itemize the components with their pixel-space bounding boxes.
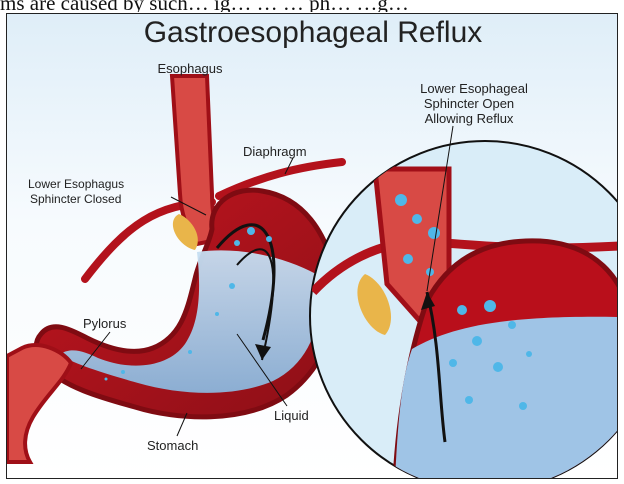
diagram-title: Gastroesophageal Reflux [144, 16, 483, 49]
label-pylorus: Pylorus [83, 316, 127, 331]
label-lower-sphincter-open-1: Lower Esophageal [420, 81, 528, 96]
label-liquid: Liquid [274, 408, 309, 423]
pylorus-tube [7, 345, 71, 462]
cropped-header-text: ms are caused by such… ig… … … ph… …g… [0, 0, 624, 12]
main-anatomy-illustration [7, 76, 342, 462]
label-diaphragm: Diaphragm [243, 144, 307, 159]
inset-liquid [395, 317, 618, 479]
label-lower-sphincter-open-2: Sphincter Open [424, 96, 514, 111]
diagram-svg: Gastroesophageal Reflux Esophagus Diaphr… [7, 14, 618, 479]
label-stomach: Stomach [147, 438, 198, 453]
gastroesophageal-reflux-diagram: Gastroesophageal Reflux Esophagus Diaphr… [6, 13, 618, 479]
zoom-inset [310, 141, 618, 479]
label-lower-sphincter-closed-1: Lower Esophagus [28, 177, 124, 191]
label-lower-sphincter-open-3: Allowing Reflux [425, 111, 514, 126]
label-lower-sphincter-closed-2: Sphincter Closed [30, 192, 121, 206]
label-esophagus: Esophagus [157, 61, 223, 76]
